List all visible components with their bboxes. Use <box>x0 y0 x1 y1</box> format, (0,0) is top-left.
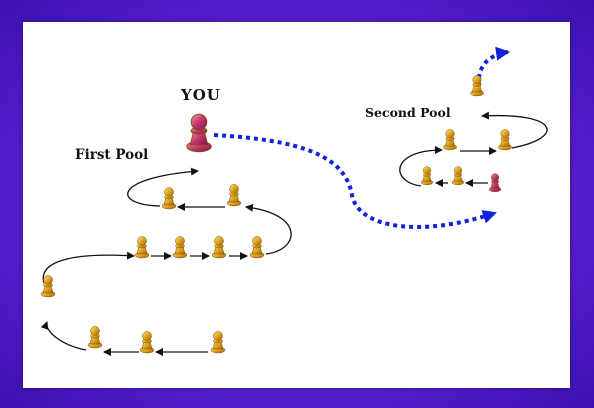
pawn-icon <box>161 187 177 210</box>
connector-arrow <box>481 111 548 149</box>
pawn-icon <box>470 75 484 97</box>
you-path-to-second-pool <box>213 133 497 229</box>
pawn-icon <box>211 236 227 259</box>
pawn-icon <box>420 166 434 186</box>
exit-path <box>476 46 510 87</box>
you-pawn-icon <box>488 173 502 193</box>
connector-arrow <box>42 251 135 284</box>
pawn-icon <box>498 129 512 151</box>
you-pawn-icon <box>186 113 212 153</box>
pawn-icon <box>226 184 242 207</box>
connector-arrow <box>127 167 199 207</box>
you-label: YOU <box>181 86 221 104</box>
second-pool-label: Second Pool <box>365 105 451 120</box>
pawn-icon <box>139 331 155 354</box>
pawn-icon <box>443 129 457 151</box>
connector-arrow <box>245 203 292 255</box>
pawn-icon <box>451 166 465 186</box>
pawn-icon <box>134 236 150 259</box>
connector-arrow <box>40 321 87 351</box>
connector-arrow <box>399 146 443 187</box>
pawn-icon <box>249 236 265 259</box>
pawn-icon <box>172 236 188 259</box>
pawn-icon <box>40 275 56 298</box>
pawn-icon <box>87 326 103 349</box>
pawn-icon <box>210 331 226 354</box>
first-pool-label: First Pool <box>75 147 149 163</box>
